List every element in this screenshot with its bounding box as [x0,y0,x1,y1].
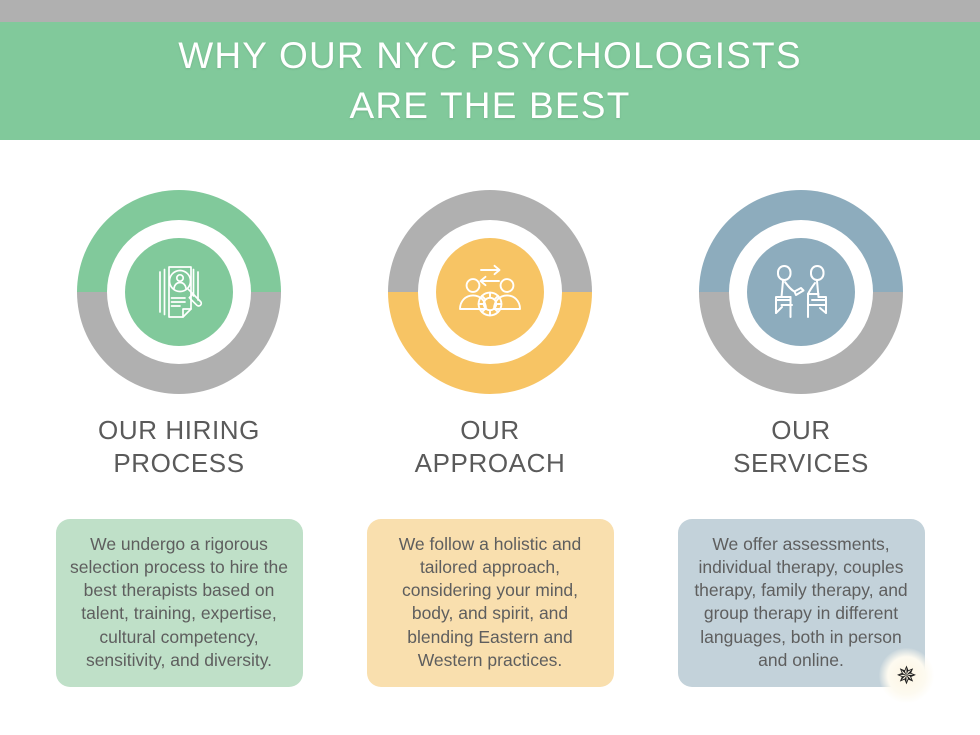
resume-magnifier-icon [147,260,211,324]
donut-core [436,238,544,346]
feature-columns: OUR HIRING PROCESS We undergo a rigorous… [0,140,980,688]
page-title: WHY OUR NYC PSYCHOLOGISTS ARE THE BEST [178,35,802,126]
top-gray-strip [0,0,980,22]
feature-column-hiring-process: OUR HIRING PROCESS We undergo a rigorous… [47,190,312,688]
column-body-text: We undergo a rigorous selection process … [55,518,303,688]
therapy-session-icon [768,261,834,323]
donut-services [699,190,903,394]
starburst-glyph: ✵ [896,661,917,690]
column-body-text: We follow a holistic and tailored approa… [366,518,614,688]
column-heading: OUR SERVICES [733,415,869,478]
donut-core [747,238,855,346]
starburst-badge-icon[interactable]: ✵ [879,648,934,703]
feature-column-approach: OUR APPROACH We follow a holistic and ta… [358,190,623,688]
page-banner: WHY OUR NYC PSYCHOLOGISTS ARE THE BEST [0,22,980,140]
donut-approach [388,190,592,394]
column-heading: OUR APPROACH [414,415,566,478]
donut-core [125,238,233,346]
feature-column-services: OUR SERVICES We offer assessments, indiv… [669,190,934,688]
donut-hiring-process [77,190,281,394]
column-heading: OUR HIRING PROCESS [98,415,260,478]
people-exchange-gear-icon [457,261,523,323]
